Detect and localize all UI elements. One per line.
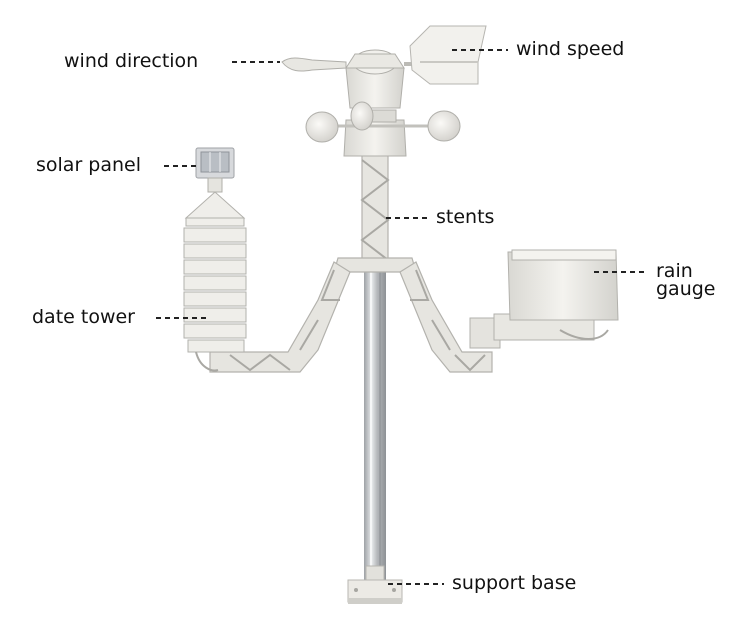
support-base (348, 566, 402, 604)
rain-gauge-label-line2: gauge (656, 280, 716, 299)
wind-sensor-head (344, 50, 406, 156)
rain-gauge (470, 250, 618, 348)
wind-direction-label: wind direction (64, 52, 198, 71)
solar-panel (196, 148, 234, 192)
support-pole (364, 270, 386, 588)
date-tower-label: date tower (32, 308, 135, 327)
lattice-arms (210, 150, 492, 372)
date-tower (184, 192, 246, 370)
solar-panel-label: solar panel (36, 156, 141, 175)
wind-speed-label: wind speed (516, 40, 624, 59)
support-base-label: support base (452, 574, 576, 593)
stents-label: stents (436, 208, 494, 227)
